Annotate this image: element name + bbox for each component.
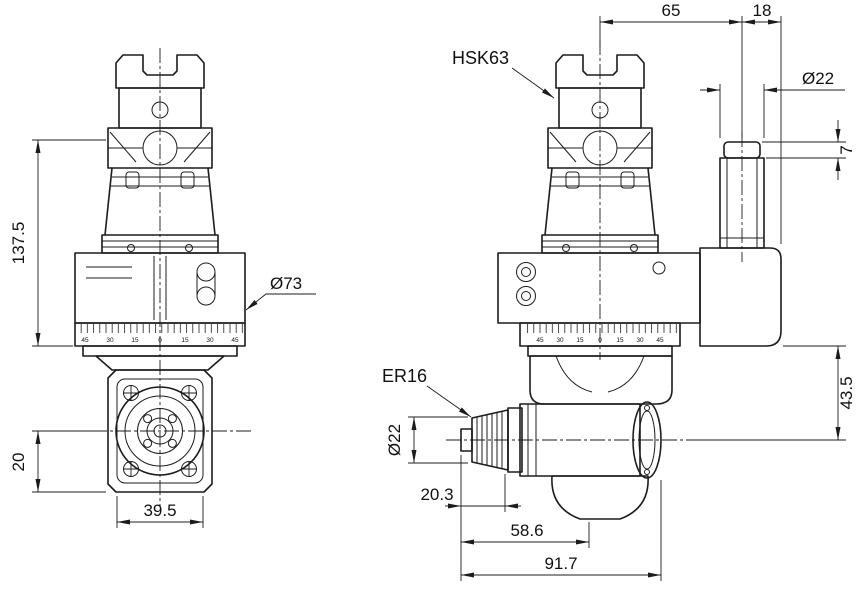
label-collet-type: ER16 — [382, 366, 427, 386]
front-view: 45 30 15 0 15 30 45 — [68, 48, 252, 506]
scale-tick-label: 15 — [181, 337, 189, 344]
scale-tick-label: 15 — [131, 337, 139, 344]
scale-tick-label: 0 — [598, 337, 602, 344]
side-gear-head — [519, 355, 673, 520]
scale-tick-label: 45 — [231, 337, 239, 344]
scale-tick-label: 45 — [81, 337, 89, 344]
dim-nose-length: 20.3 — [420, 485, 453, 504]
dim-collet-diameter: Ø22 — [385, 424, 404, 456]
side-body — [497, 244, 701, 324]
dim-spindle-offset: 20 — [9, 453, 28, 472]
dim-pin-diameter: Ø22 — [802, 69, 834, 88]
dim-overall-height: 137.5 — [9, 222, 28, 265]
scale-tick-label: 30 — [636, 337, 644, 344]
dim-body-diameter: Ø73 — [270, 274, 302, 293]
dimensions-side: 65 18 Ø22 7 43.5 HSK63 ER16 Ø22 — [382, 1, 856, 581]
front-body — [74, 244, 246, 324]
dim-pin-cap-height: 7 — [837, 145, 856, 154]
scale-tick-label: 15 — [616, 337, 624, 344]
corner-bolts — [123, 385, 197, 477]
dim-mid-length: 58.6 — [510, 521, 543, 540]
scale-tick-label: 15 — [576, 337, 584, 344]
dim-pin-edge-offset: 18 — [753, 1, 772, 20]
dimensions-front: 137.5 20 39.5 Ø73 — [9, 139, 316, 528]
front-gear-head — [95, 355, 225, 493]
side-scale-ring: 45 30 15 0 15 30 45 — [519, 322, 681, 357]
side-view: 45 30 15 0 15 30 45 — [446, 40, 782, 520]
scale-tick-label: 45 — [536, 337, 544, 344]
dim-overall-length: 91.7 — [544, 554, 577, 573]
scale-tick-label: 0 — [158, 337, 162, 344]
label-shank-type: HSK63 — [452, 48, 509, 68]
locating-pin — [699, 141, 782, 347]
scale-tick-label: 30 — [106, 337, 114, 344]
scale-tick-label: 30 — [206, 337, 214, 344]
pin-bracket — [699, 247, 782, 347]
er16-collet-assembly — [460, 407, 523, 473]
dim-pin-center-offset: 65 — [662, 1, 681, 20]
scale-tick-label: 45 — [656, 337, 664, 344]
dim-head-width: 39.5 — [143, 501, 176, 520]
front-scale-ring: 45 30 15 0 15 30 45 — [74, 322, 246, 357]
dim-spindle-drop: 43.5 — [837, 376, 856, 409]
scale-tick-label: 30 — [556, 337, 564, 344]
